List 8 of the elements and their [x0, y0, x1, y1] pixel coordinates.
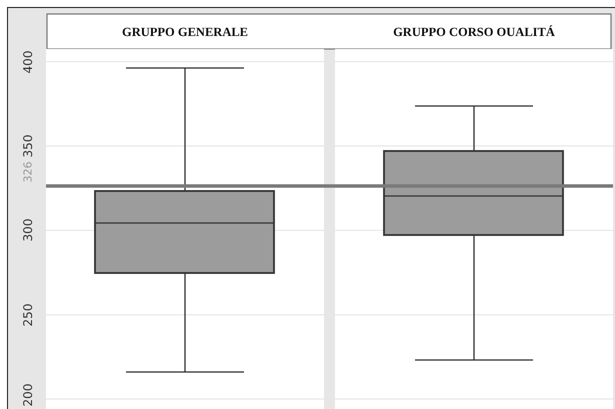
axis-tick-label: 300 — [21, 218, 35, 242]
axis-tick-label: 400 — [21, 50, 35, 74]
axis-tick-label: 350 — [21, 134, 35, 158]
axis-tick-label: 326 — [22, 162, 34, 182]
axis-tick-label: 200 — [21, 384, 35, 406]
panel-title: GRUPPO GENERALE — [122, 25, 248, 40]
axis-tick-label: 250 — [21, 303, 35, 326]
panel-title: GRUPPO CORSO OUALITÁ — [393, 25, 555, 40]
